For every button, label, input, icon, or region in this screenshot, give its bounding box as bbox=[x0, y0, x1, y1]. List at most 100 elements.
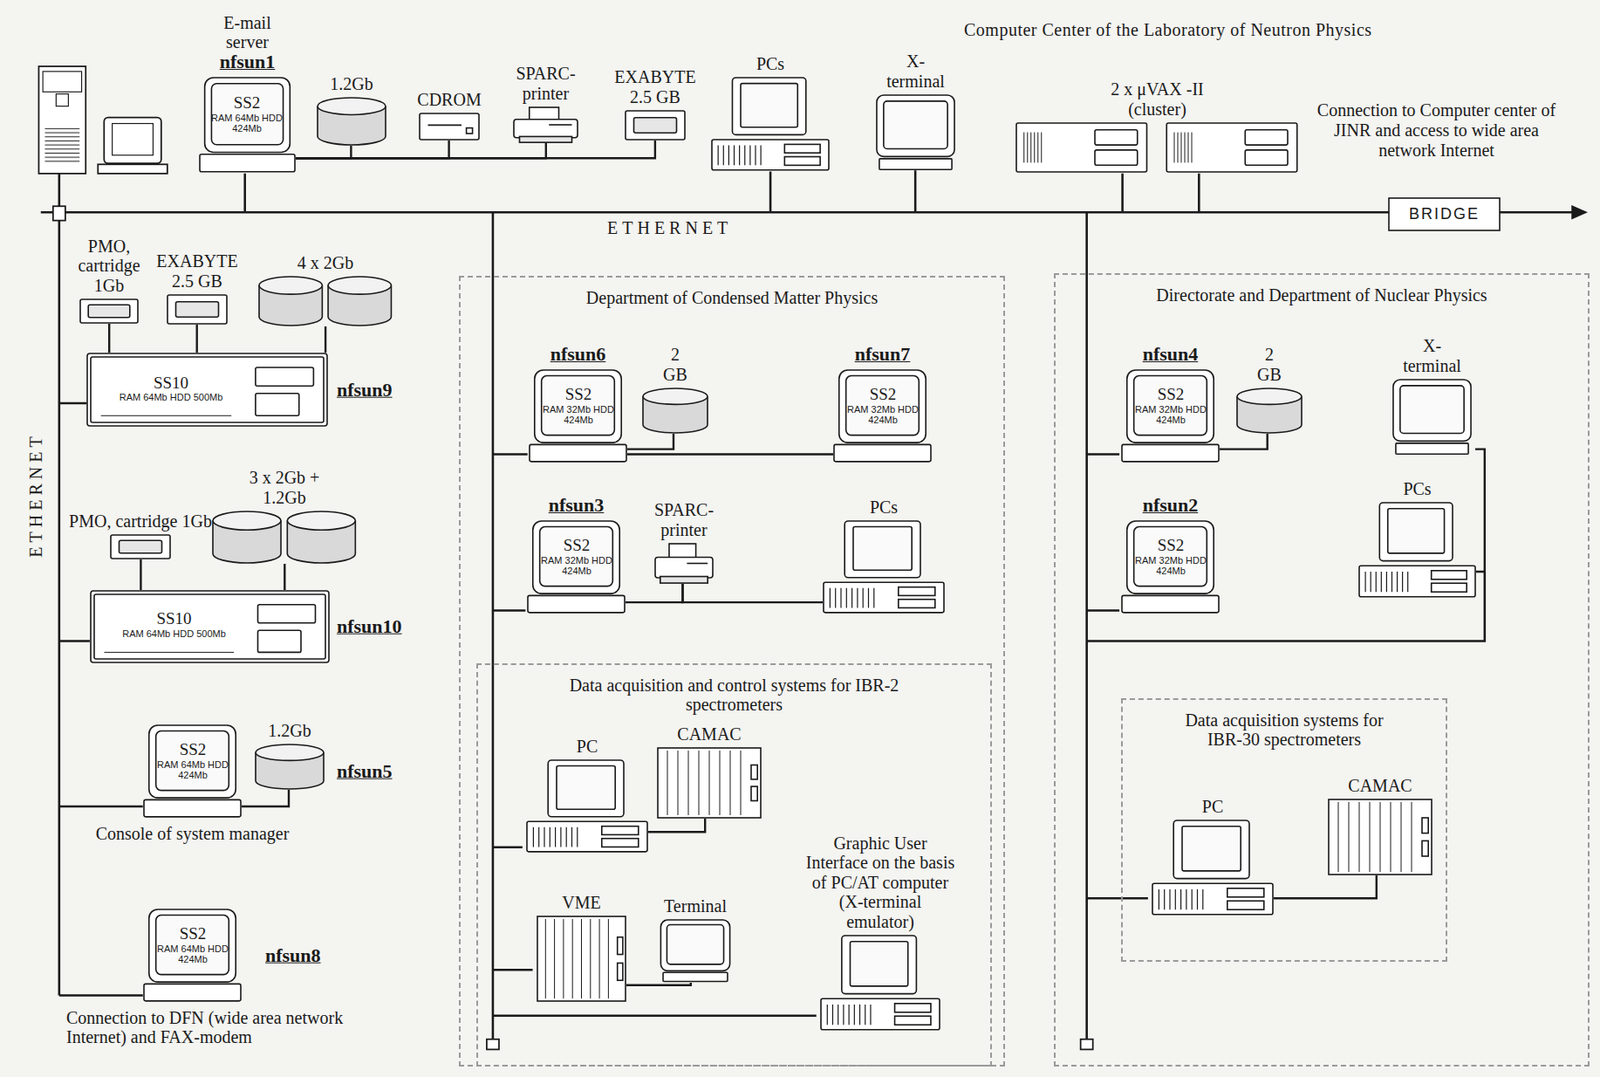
disk-drive-icon bbox=[1236, 387, 1303, 434]
crate-chassis-icon bbox=[656, 746, 762, 819]
text-group: Graphic User Interface on the basis of P… bbox=[804, 833, 958, 931]
spec-text: RAM 64Mb HDD 500Mb bbox=[119, 391, 224, 403]
personal-computer-icon bbox=[526, 758, 649, 854]
console-monitor bbox=[97, 117, 168, 174]
host-name: nfsun7 bbox=[854, 343, 911, 366]
device-label: CAMAC bbox=[676, 724, 741, 744]
device-label: VME bbox=[561, 892, 601, 912]
tape-drive: PMO, cartridge 1Gb bbox=[79, 298, 139, 324]
bus-label: ETHERNET bbox=[26, 431, 47, 557]
text-group: CDROM bbox=[417, 89, 481, 110]
disk-drive: 1.2Gb bbox=[316, 96, 387, 146]
disk-drive: 2 GB bbox=[1236, 387, 1303, 434]
network-cable bbox=[139, 559, 142, 590]
spec-text: RAM 32Mb HDD 424Mb bbox=[1134, 554, 1208, 576]
model-name: SS10 bbox=[153, 374, 189, 393]
device-label: EXABYTE 2.5 GB bbox=[609, 67, 702, 107]
network-cable bbox=[295, 143, 547, 158]
text-group: SS2RAM 32Mb HDD 424Mb bbox=[1134, 526, 1208, 587]
model-name: SS2 bbox=[179, 740, 207, 759]
bus-label: ETHERNET bbox=[607, 218, 732, 239]
disk-array-icon bbox=[258, 275, 393, 327]
device-label: CDROM bbox=[417, 89, 481, 110]
device-label: 3 x 2Gb + 1.2Gb bbox=[248, 467, 322, 507]
device-label: PC bbox=[576, 736, 598, 756]
spec-text: RAM 32Mb HDD 424Mb bbox=[846, 403, 920, 425]
text-group: SPARC- printer bbox=[645, 499, 723, 540]
network-cable bbox=[241, 789, 289, 807]
host-name: nfsun5 bbox=[336, 760, 393, 783]
crate-chassis: VME bbox=[536, 915, 627, 1002]
device-label: 1.2Gb bbox=[329, 74, 373, 94]
text-group: Connection to DFN (wide area network Int… bbox=[66, 1007, 373, 1047]
network-cable bbox=[295, 145, 351, 158]
spec-text: RAM 64Mb HDD 424Mb bbox=[211, 112, 283, 134]
host-name: nfsun4 bbox=[1142, 343, 1199, 366]
crate-chassis-icon bbox=[536, 915, 627, 1002]
personal-computer-icon bbox=[1358, 501, 1477, 599]
network-cable bbox=[627, 452, 834, 455]
model-name: SS2 bbox=[179, 924, 207, 944]
vax-cluster: 2 x μVAX -II (cluster) bbox=[1015, 122, 1300, 173]
text-group: SS2RAM 64Mb HDD 424Mb bbox=[211, 83, 283, 145]
model-name: SS2 bbox=[233, 94, 261, 113]
text-group: Data acquisition and control systems for… bbox=[478, 664, 991, 715]
personal-computer-icon bbox=[822, 519, 945, 615]
model-name: SS2 bbox=[1157, 385, 1185, 404]
text-group: PCs bbox=[756, 54, 785, 74]
network-cable bbox=[683, 583, 824, 602]
network-note: Connection to Computer center of JINR an… bbox=[1316, 100, 1557, 161]
text-group: Terminal bbox=[663, 895, 727, 916]
personal-computer: PC bbox=[526, 758, 649, 854]
personal-computer-icon bbox=[1151, 819, 1274, 917]
personal-computer: PC bbox=[1151, 819, 1274, 917]
cdrom-drive-icon bbox=[418, 112, 480, 141]
network-bridge: BRIDGE bbox=[1388, 197, 1501, 232]
text-group: 2 x μVAX -II (cluster) bbox=[1086, 79, 1229, 119]
network-cable bbox=[626, 982, 691, 985]
text-group: Console of system manager bbox=[95, 823, 290, 843]
device-label: BRIDGE bbox=[1408, 205, 1480, 223]
device-label: Terminal bbox=[663, 895, 727, 916]
vax-cluster-icon bbox=[1015, 122, 1300, 173]
sparcstation-monitor: nfsun4SS2RAM 32Mb HDD 424Mb bbox=[1121, 369, 1220, 464]
text-group: 2 GB bbox=[1252, 344, 1286, 384]
text-group: X-terminal bbox=[886, 51, 945, 91]
disk-drive: 1.2Gb bbox=[254, 743, 325, 790]
sparcstation-10-icon bbox=[89, 589, 330, 664]
sparcstation-monitor: SS2RAM 64Mb HDD 424Mbnfsun8Connection to… bbox=[143, 908, 242, 1003]
disk-array-icon bbox=[211, 510, 357, 564]
sparcstation-monitor: nfsun6SS2RAM 32Mb HDD 424Mb bbox=[528, 369, 628, 464]
device-label: PMO, cartridge 1Gb bbox=[70, 236, 148, 295]
cdrom-drive: CDROM bbox=[418, 112, 480, 141]
device-label: X-terminal bbox=[1402, 335, 1462, 376]
text-group: 1.2Gb bbox=[267, 720, 311, 740]
printer-icon bbox=[512, 106, 579, 144]
device-label: PCs bbox=[1402, 478, 1431, 499]
model-name: SS2 bbox=[565, 385, 593, 404]
device-label: E-mail server bbox=[219, 13, 276, 53]
crate-chassis: CAMAC bbox=[1327, 798, 1433, 876]
personal-computer: PCs bbox=[822, 519, 945, 615]
spec-text: RAM 32Mb HDD 424Mb bbox=[541, 403, 616, 425]
network-cable bbox=[324, 326, 327, 353]
crate-chassis-icon bbox=[1327, 798, 1433, 876]
host-name: nfsun6 bbox=[550, 343, 607, 366]
printer-icon bbox=[654, 542, 714, 584]
text-group: Directorate and Department of Nuclear Ph… bbox=[1055, 274, 1588, 305]
sparcstation-10-icon bbox=[86, 352, 329, 427]
text-group: nfsun2 bbox=[1142, 494, 1199, 517]
text-group: nfsun5 bbox=[336, 760, 393, 783]
text-group: SS2RAM 64Mb HDD 424Mb bbox=[156, 731, 230, 791]
network-cable bbox=[1219, 433, 1268, 450]
tape-drive-icon bbox=[109, 533, 171, 560]
device-label: Graphic User Interface on the basis of P… bbox=[804, 833, 958, 931]
note-text: Console of system manager bbox=[95, 823, 290, 843]
network-cable bbox=[648, 818, 705, 832]
spec-text: RAM 32Mb HDD 424Mb bbox=[1134, 403, 1208, 425]
text-group: X-terminal bbox=[1402, 335, 1462, 376]
network-cable bbox=[283, 563, 286, 590]
text-group: nfsun6 bbox=[550, 343, 607, 366]
text-group: PCs bbox=[1402, 478, 1431, 499]
region-heading: Data acquisition systems for IBR-30 spec… bbox=[1166, 710, 1402, 750]
